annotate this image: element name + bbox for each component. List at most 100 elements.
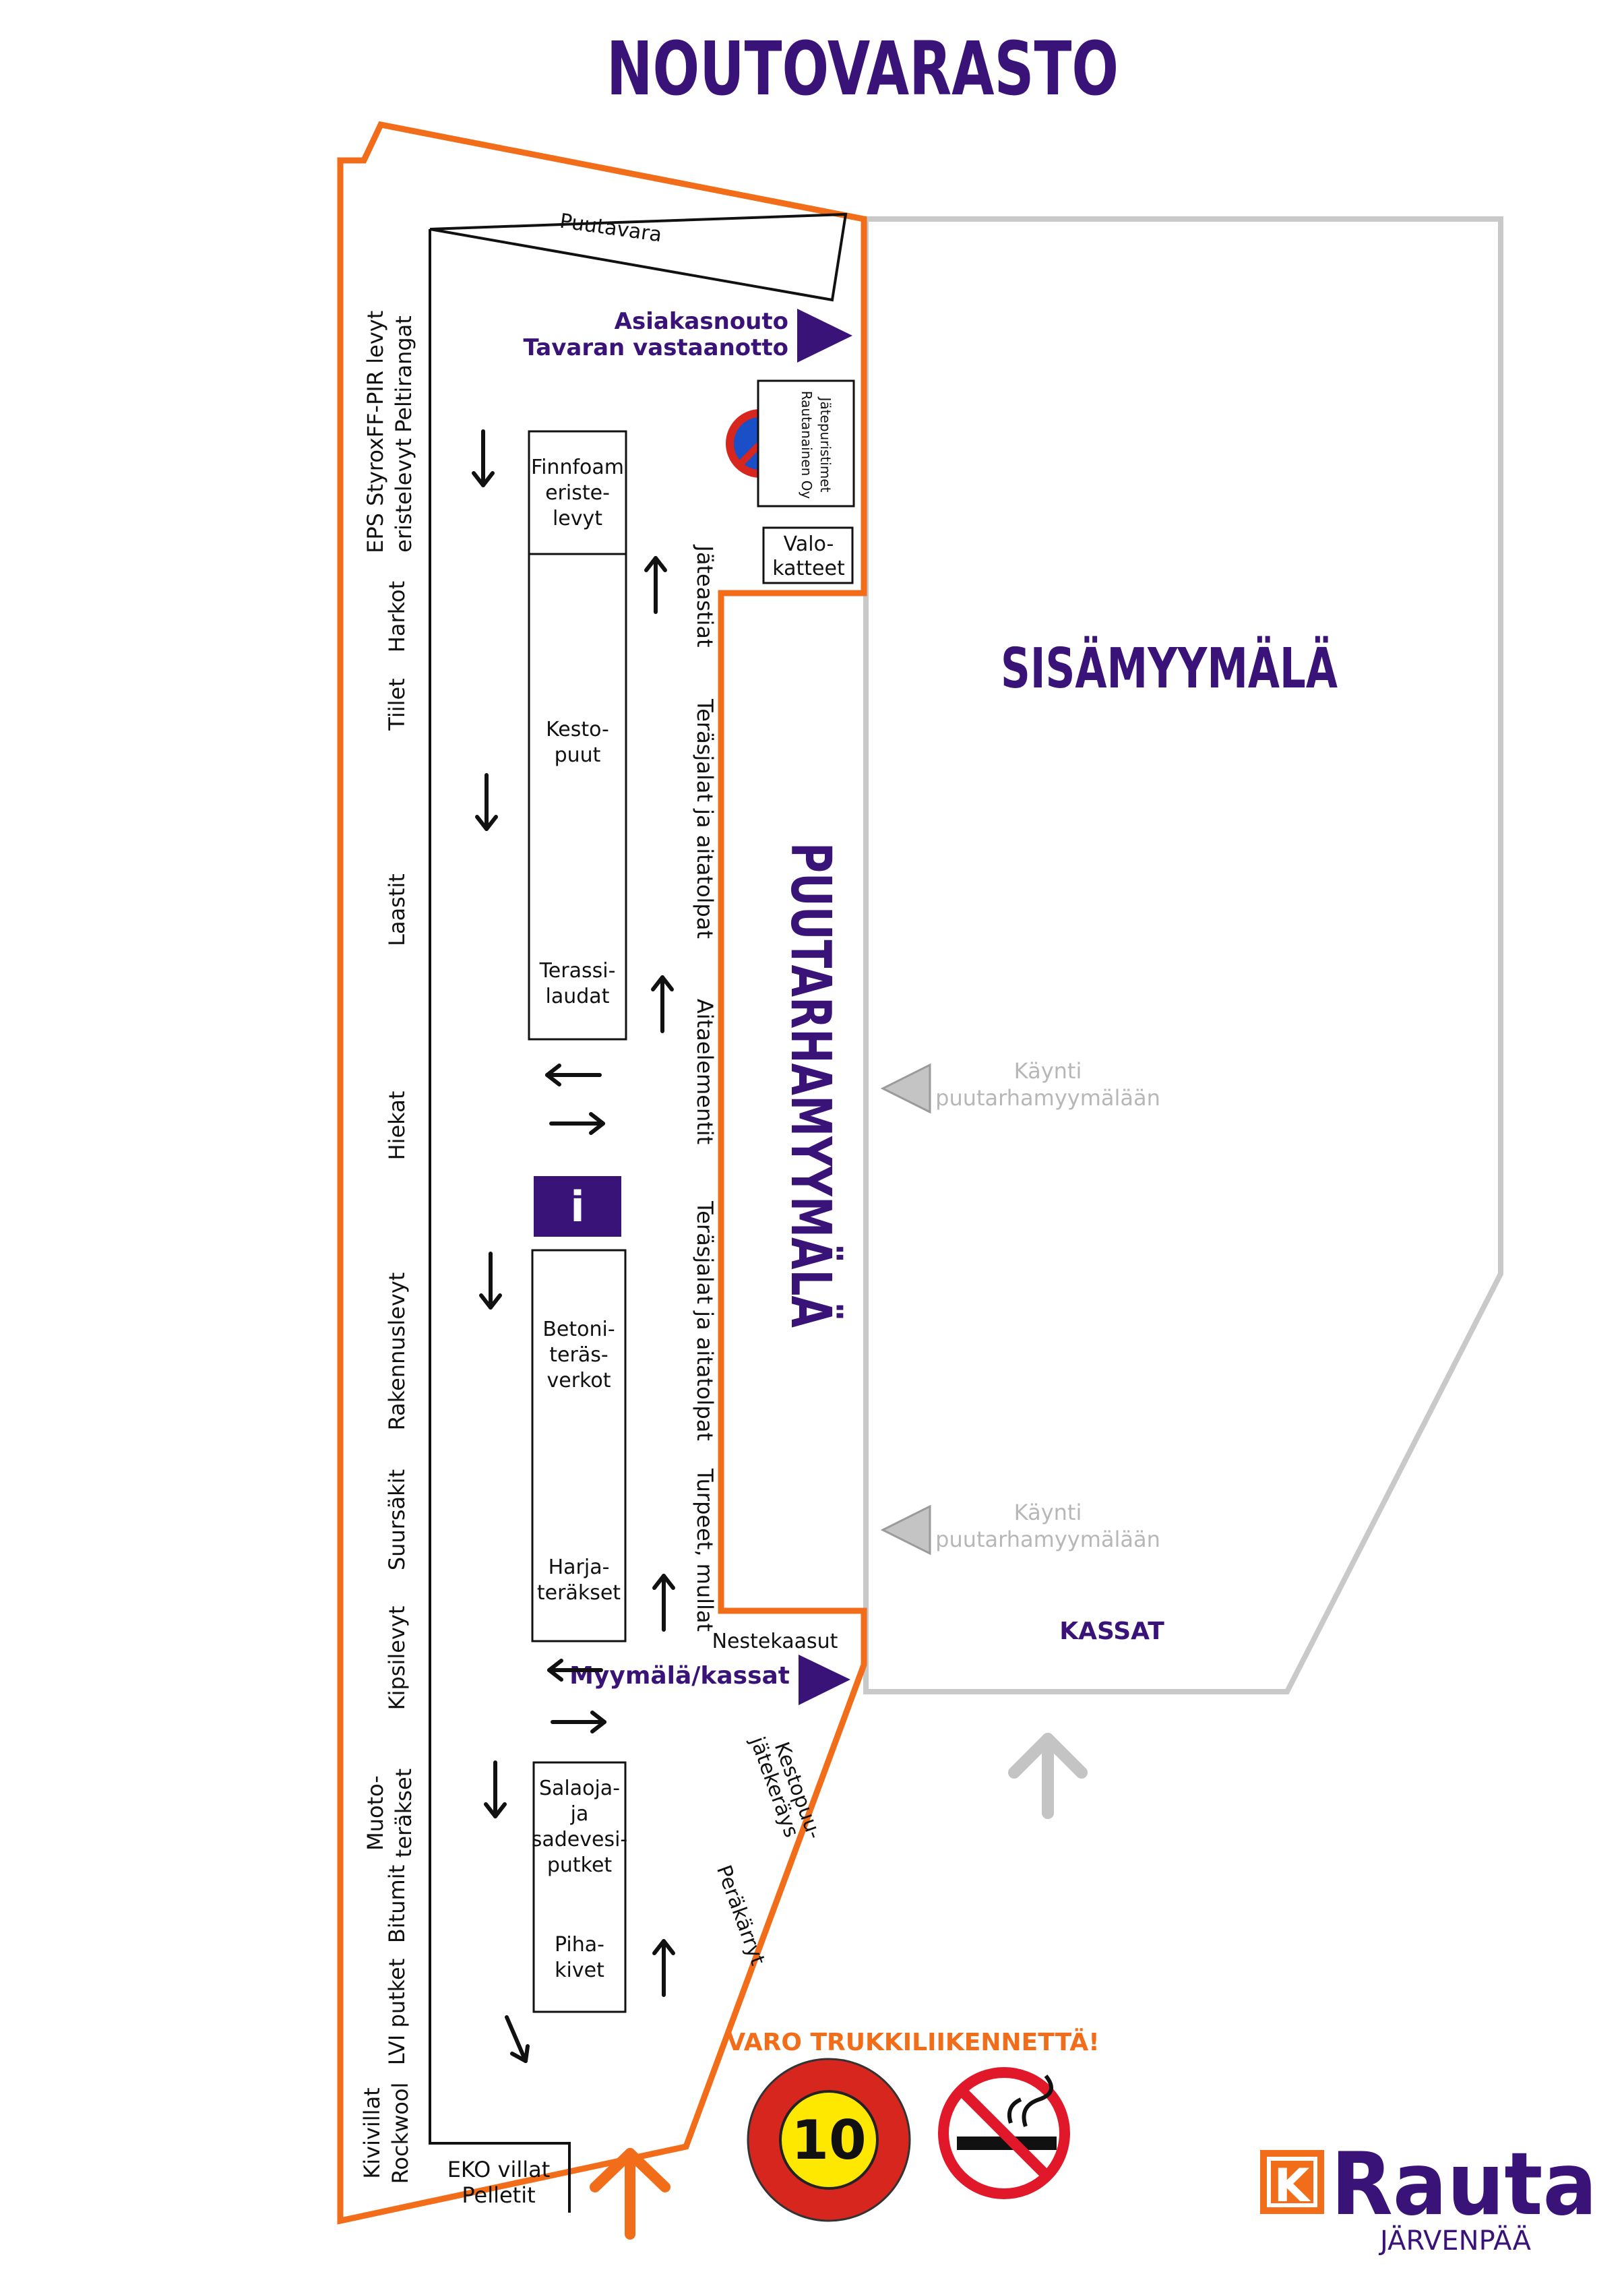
left-label-10b: teräkset <box>391 1769 416 1857</box>
arrow-up-icon <box>644 556 667 614</box>
garden-entrance-2-label-1: Käynti <box>1014 1500 1082 1525</box>
right-label-aitaelementit: Aitaelementit <box>692 999 718 1144</box>
left-label-1a: FF-PIR levyt <box>363 311 388 438</box>
garden-entrance-marker-2 <box>880 1504 931 1556</box>
speed-limit-icon <box>747 2058 911 2222</box>
block-betoni-1: Betoni- <box>542 1318 615 1341</box>
left-label-1b: Peltirangat <box>391 315 416 433</box>
left-label-13a: Kivivillat <box>359 2087 385 2178</box>
arrow-down-icon <box>472 429 495 487</box>
arrow-up-icon <box>652 1939 675 1997</box>
left-label-3: Harkot <box>384 581 410 652</box>
valokatteet-label-1: Valo- <box>784 532 834 556</box>
jatepuristimet-label-1: Jätepuristimet <box>817 396 834 493</box>
store-entrance-marker <box>799 1655 850 1705</box>
block-pihakivet-2: kivet <box>555 1959 604 1982</box>
info-icon-glyph: i <box>570 1182 584 1231</box>
center-block-upper <box>528 430 627 1041</box>
puutavara-label: Puutavara <box>558 210 663 247</box>
arrow-down-icon <box>475 773 498 831</box>
traffic-arrows <box>472 429 675 2063</box>
page-title: NOUTOVARASTO <box>606 26 1119 112</box>
block-harja-1: Harja- <box>549 1556 610 1579</box>
arrow-right-icon <box>551 1711 606 1733</box>
store-entrance-arrow-icon <box>1008 1733 1088 1819</box>
k-rauta-logo <box>1260 2150 1324 2214</box>
block-harja-2: teräkset <box>537 1581 621 1605</box>
left-inner-wall <box>429 229 571 2213</box>
garden-entrance-1-label-2: puutarhamyymälään <box>935 1085 1160 1111</box>
asiakasnouto-label: Asiakasnouto <box>615 308 788 335</box>
left-label-7: Rakennuslevyt <box>384 1272 410 1431</box>
vastaanotto-label: Tavaran vastaanotto <box>523 334 788 361</box>
arrow-down-icon <box>484 1760 507 1818</box>
left-label-10a: Muoto- <box>363 1775 388 1851</box>
valokatteet-label-2: katteet <box>772 557 845 580</box>
center-block-lower <box>532 1761 627 2013</box>
block-salaoja-3: sadevesi- <box>532 1828 628 1851</box>
info-icon <box>534 1176 621 1237</box>
logo-city: JÄRVENPÄÄ <box>1378 2224 1532 2256</box>
puutavara-shelter <box>429 212 848 302</box>
center-block-middle <box>531 1249 627 1642</box>
forklift-warning: VARO TRUKKILIIKENNETTÄ! <box>726 2028 1099 2056</box>
arrow-left-icon <box>545 1064 602 1086</box>
right-label-jateastiat: Jäteastiat <box>692 544 718 647</box>
block-kestopuut-1: Kesto- <box>546 718 609 741</box>
left-label-8: Suursäkit <box>384 1469 410 1570</box>
eko-label-2: Pelletit <box>462 2182 535 2208</box>
block-salaoja-4: putket <box>547 1853 613 1877</box>
left-label-9: Kipsilevyt <box>384 1606 410 1711</box>
block-finnfoam-1: Finnfoam <box>531 456 624 479</box>
left-label-11: Bitumit <box>384 1865 410 1943</box>
jatepuristimet-box <box>757 379 855 508</box>
block-finnfoam-3: levyt <box>553 507 602 530</box>
inside-store-outline <box>863 216 1503 1694</box>
kassat-label: KASSAT <box>1059 1618 1164 1645</box>
garden-entrance-marker-1 <box>880 1063 931 1114</box>
left-label-2a: EPS Styrox <box>363 437 388 553</box>
right-label-turpeet: Turpeet, mullat <box>692 1468 718 1632</box>
valokatteet-box <box>762 526 854 584</box>
block-terassi-2: laudat <box>546 985 610 1008</box>
block-finnfoam-2: eriste- <box>545 481 610 505</box>
no-smoking-icon <box>938 2067 1070 2199</box>
pickup-entrance-marker <box>797 309 852 363</box>
block-salaoja-2: ja <box>570 1802 589 1826</box>
left-label-6: Hiekat <box>384 1091 410 1161</box>
right-label-terasjalat-1: Teräsjalat ja aitatolpat <box>692 698 718 939</box>
jatepuristimet-label-2: Rautanainen Oy <box>799 391 815 499</box>
logo-brand: Rauta <box>1331 2134 1597 2235</box>
block-salaoja-1: Salaoja- <box>539 1777 620 1800</box>
left-wall-labels: FF-PIR levyt Peltirangat EPS Styrox eris… <box>359 311 416 2184</box>
myymala-kassat-label: Myymälä/kassat <box>569 1662 790 1690</box>
speed-limit-value: 10 <box>791 2109 866 2172</box>
left-label-4: Tiilet <box>384 678 410 731</box>
left-label-5: Laastit <box>384 873 410 946</box>
block-kestopuut-2: puut <box>555 743 601 767</box>
arrow-down-icon <box>479 1252 502 1310</box>
block-terassi-1: Terassi- <box>539 959 616 983</box>
left-label-13b: Rockwool <box>387 2083 413 2184</box>
arrow-left-icon <box>547 1659 603 1682</box>
block-betoni-3: verkot <box>547 1369 611 1392</box>
garden-entrance-1-label-1: Käynti <box>1014 1058 1082 1084</box>
block-betoni-2: teräs- <box>549 1343 608 1367</box>
eko-label-1: EKO villat <box>447 2157 551 2182</box>
arrow-up-icon <box>652 1574 675 1632</box>
block-pihakivet-1: Piha- <box>555 1933 604 1957</box>
yard-entrance-arrow-icon <box>590 2148 670 2240</box>
arrow-right-icon <box>549 1112 605 1135</box>
nestekaasut-label: Nestekaasut <box>712 1630 838 1653</box>
arrow-up-icon <box>651 975 674 1033</box>
left-label-12: LVI putket <box>384 1959 410 2066</box>
garden-entrance-2-label-2: puutarhamyymälään <box>935 1527 1160 1552</box>
garden-store-label: PUUTARHAMYYMÄLÄ <box>778 842 843 1328</box>
perakarryt-label: Peräkärryt <box>712 1862 770 1969</box>
right-label-terasjalat-2: Teräsjalat ja aitatolpat <box>692 1200 718 1441</box>
left-label-2b: eristelevyt <box>391 438 416 553</box>
arrow-diagonal-icon <box>505 2015 530 2063</box>
inside-store-label: SISÄMYYMÄLÄ <box>1001 636 1338 701</box>
logo-k-letter: K <box>1274 2159 1311 2213</box>
